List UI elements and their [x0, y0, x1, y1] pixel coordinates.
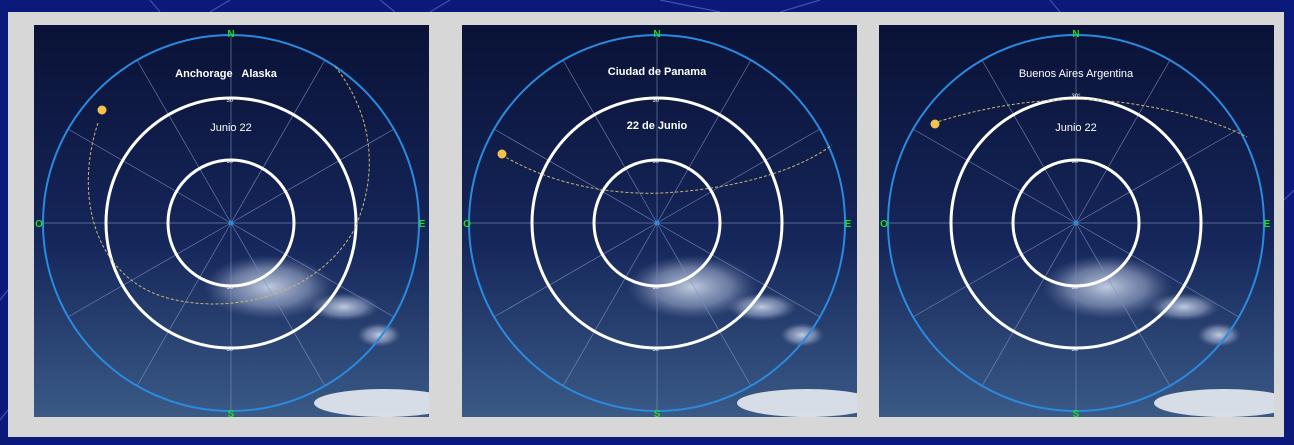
- sun-icon: [930, 119, 940, 129]
- cardinal-north: N: [1072, 29, 1079, 40]
- azimuth-lines: [469, 35, 845, 411]
- ring-label-60: 60°: [1071, 285, 1081, 291]
- cloud: [314, 389, 429, 417]
- location-title: Anchorage Alaska: [175, 68, 278, 80]
- cardinal-west: O: [35, 219, 43, 230]
- sky-chart-panel-panama: N O E S 30° 60° 60° 30° Ciudad de Panama…: [462, 25, 857, 417]
- cardinal-west: O: [463, 219, 471, 230]
- location-title: Buenos Aires Argentina: [1019, 68, 1134, 80]
- ring-label-60: 60°: [226, 285, 236, 291]
- ring-label-30: 30°: [652, 98, 662, 104]
- cloud: [1149, 293, 1219, 321]
- zenith-point: [228, 220, 234, 226]
- ring-label-60: 60°: [226, 159, 236, 165]
- altitude-ring-30: [949, 96, 1203, 350]
- cardinal-north: N: [653, 29, 660, 40]
- altitude-ring-60: [166, 158, 296, 288]
- location-title: Ciudad de Panama: [608, 66, 707, 78]
- horizon-ring: [42, 34, 420, 412]
- altitude-ring-60: [592, 158, 722, 288]
- sun-icon: [497, 149, 507, 159]
- sky-chart-panel-buenos-aires: N O E S 30° 60° 60° 30° Buenos Aires Arg…: [879, 25, 1274, 417]
- ring-label-30: 30°: [226, 347, 236, 353]
- date-label: Junio 22: [1055, 122, 1097, 134]
- cardinal-south: S: [654, 409, 661, 417]
- ring-label-60: 60°: [652, 285, 662, 291]
- date-label: 22 de Junio: [627, 120, 688, 132]
- zenith-point: [654, 220, 660, 226]
- cloud: [1154, 389, 1274, 417]
- azimuth-lines: [43, 35, 419, 411]
- cardinal-south: S: [1073, 409, 1080, 417]
- sun-path: [87, 64, 370, 305]
- ring-label-30: 30°: [226, 98, 236, 104]
- cardinal-west: O: [880, 219, 888, 230]
- cardinal-north: N: [227, 29, 234, 40]
- horizon-ring: [468, 34, 846, 412]
- sky-background: [462, 25, 857, 417]
- ring-label-30: 30°: [1071, 94, 1081, 100]
- ring-label-60: 60°: [1071, 159, 1081, 165]
- sun-path: [501, 144, 833, 194]
- ring-label-30: 30°: [652, 347, 662, 353]
- sky-chart-panel-anchorage: N O E S 30° 60° 60° 30° Anchorage Alaska…: [34, 25, 429, 417]
- cloud: [627, 255, 757, 319]
- ring-label-60: 60°: [652, 159, 662, 165]
- ring-label-30: 30°: [1071, 347, 1081, 353]
- cardinal-east: E: [419, 219, 426, 230]
- cloud: [357, 323, 401, 347]
- cloud: [1197, 323, 1241, 347]
- sun-path: [933, 98, 1248, 138]
- altitude-ring-60: [1011, 158, 1141, 288]
- altitude-ring-30: [104, 96, 358, 350]
- cloud: [309, 293, 379, 321]
- horizon-ring: [887, 34, 1265, 412]
- cardinal-east: E: [1264, 219, 1271, 230]
- cardinal-south: S: [228, 409, 235, 417]
- zenith-point: [1073, 220, 1079, 226]
- sun-icon: [97, 105, 107, 115]
- date-label: Junio 22: [210, 122, 252, 134]
- altitude-ring-30: [530, 96, 784, 350]
- cloud: [737, 389, 857, 417]
- cloud: [1042, 255, 1172, 319]
- cardinal-east: E: [845, 219, 852, 230]
- azimuth-lines: [888, 35, 1264, 411]
